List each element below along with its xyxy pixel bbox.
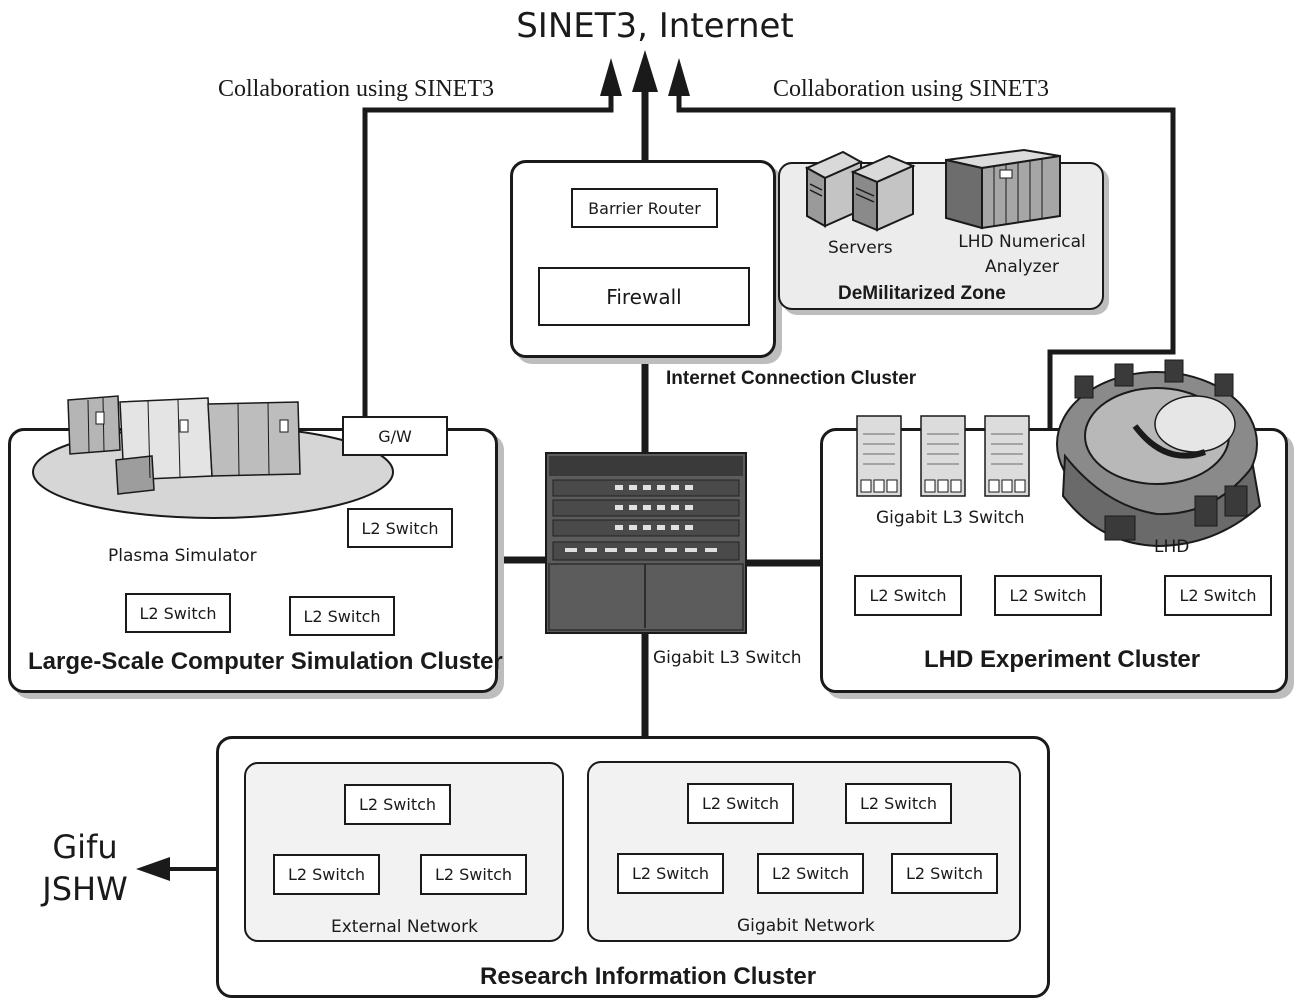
- lhd-l3-switch-icons: [856, 415, 1030, 497]
- servers-icon: [805, 150, 916, 232]
- arrow-left-head: [600, 58, 622, 96]
- sim-l2-switch-3: L2 Switch: [289, 596, 395, 636]
- gifu-arrow-head: [136, 857, 170, 881]
- lhd-cluster-label: LHD Experiment Cluster: [924, 646, 1201, 673]
- ext-l2-switch-2: L2 Switch: [273, 854, 380, 895]
- gig-l2-switch-1: L2 Switch: [687, 783, 794, 824]
- sinet-title: SINET3, Internet: [516, 6, 794, 46]
- ext-l2-switch-1: L2 Switch: [344, 784, 451, 825]
- firewall: Firewall: [538, 267, 750, 326]
- servers-label: Servers: [828, 238, 893, 258]
- sim-l2-switch-1: L2 Switch: [347, 508, 453, 548]
- lhd-label: LHD: [1154, 537, 1190, 557]
- ext-l2-switch-3: L2 Switch: [420, 854, 527, 895]
- arrow-center-head: [632, 50, 658, 92]
- gig-l2-switch-4: L2 Switch: [757, 853, 864, 894]
- central-l3-switch-label: Gigabit L3 Switch: [653, 648, 802, 668]
- plasma-simulator-icon: [32, 395, 394, 519]
- analyzer-icon: [945, 148, 1061, 230]
- plasma-simulator-label: Plasma Simulator: [108, 546, 257, 566]
- gig-l2-switch-3: L2 Switch: [617, 853, 724, 894]
- gifu-label: Gifu: [52, 828, 118, 866]
- collab-label-left: Collaboration using SINET3: [218, 76, 494, 102]
- collab-label-right: Collaboration using SINET3: [773, 76, 1049, 102]
- gw-box: G/W: [342, 416, 448, 456]
- external-network-label: External Network: [331, 917, 478, 937]
- lhd-l2-switch-1: L2 Switch: [854, 575, 962, 616]
- lhd-device-icon: [1056, 359, 1262, 548]
- arrow-right-head: [668, 58, 690, 96]
- analyzer-label-2: Analyzer: [985, 257, 1059, 277]
- gigabit-network-label: Gigabit Network: [737, 916, 875, 936]
- research-cluster-label: Research Information Cluster: [480, 963, 817, 990]
- dmz-label: DeMilitarized Zone: [838, 283, 1006, 304]
- barrier-router: Barrier Router: [571, 188, 718, 228]
- jshw-label: JSHW: [42, 870, 128, 908]
- lhd-l2-switch-3: L2 Switch: [1164, 575, 1272, 616]
- sim-l2-switch-2: L2 Switch: [125, 593, 231, 633]
- right-collab-line: [676, 80, 1176, 430]
- simulation-cluster-label: Large-Scale Computer Simulation Cluster: [28, 648, 503, 675]
- external-network: [244, 762, 564, 942]
- internet-cluster-label: Internet Connection Cluster: [666, 368, 917, 389]
- gig-l2-switch-2: L2 Switch: [845, 783, 952, 824]
- gigabit-l3-switch-icon: [545, 452, 747, 634]
- gig-l2-switch-5: L2 Switch: [891, 853, 998, 894]
- gigabit-network: [587, 761, 1021, 942]
- analyzer-label-1: LHD Numerical: [958, 232, 1086, 252]
- lhd-l3-switch-label: Gigabit L3 Switch: [876, 508, 1025, 528]
- lhd-l2-switch-2: L2 Switch: [994, 575, 1102, 616]
